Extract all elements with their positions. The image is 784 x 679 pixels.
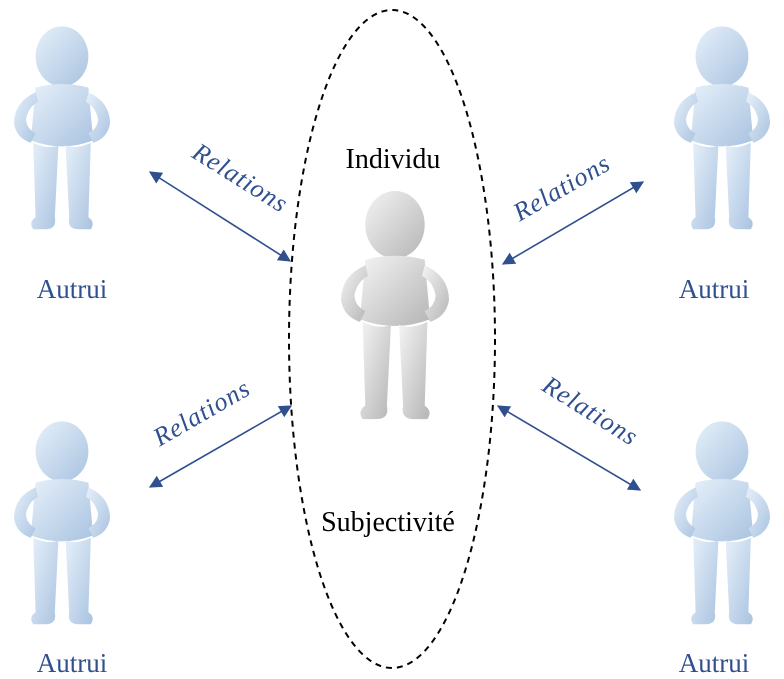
person-figure-icon <box>674 421 770 625</box>
person-figure-icon <box>13 26 110 230</box>
relation-arrow-bottom-right <box>496 405 642 491</box>
relations-label-bottom-left: Relations <box>147 373 255 452</box>
individual-boundary <box>288 9 496 669</box>
person-figure-icon <box>13 421 110 625</box>
relation-arrow-top-right <box>501 181 645 265</box>
person-figure-icon <box>674 26 770 230</box>
relation-arrow-bottom-left <box>148 405 293 488</box>
relation-arrow-top-left <box>148 171 292 262</box>
autrui-label-bottom-right: Autrui <box>679 648 750 678</box>
autrui-label-top-left: Autrui <box>37 274 108 304</box>
subjectivite-label: Subjectivité <box>321 507 455 538</box>
individu-label: Individu <box>346 144 441 175</box>
autrui-label-bottom-left: Autrui <box>37 648 108 678</box>
autrui-label-top-right: Autrui <box>679 274 750 304</box>
person-figure-icon <box>341 190 449 420</box>
relations-label-top-right: Relations <box>507 148 615 227</box>
